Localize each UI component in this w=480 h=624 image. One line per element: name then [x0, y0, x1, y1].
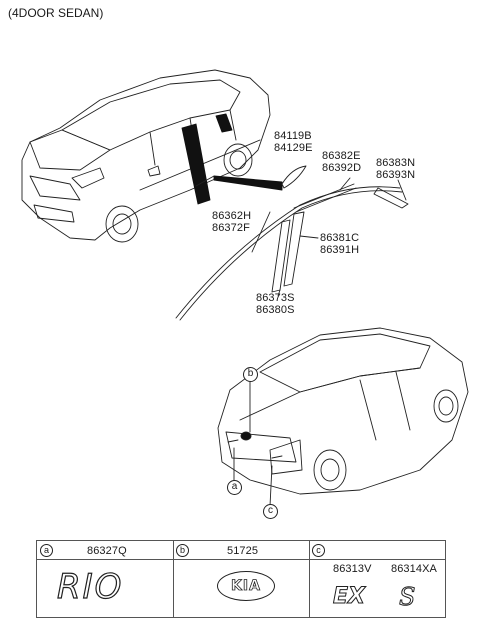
part-number-84129e: 84129E [274, 142, 313, 154]
part-number-86381c: 86381C [320, 232, 360, 244]
kia-emblem: KIA [217, 571, 275, 601]
part-number-86392d: 86392D [322, 162, 362, 174]
kia-emblem-text: KIA [231, 578, 261, 595]
ex-emblem: EX [333, 584, 366, 610]
part-number-86380s: 86380S [256, 304, 295, 316]
part-number-86393n: 86393N [376, 169, 416, 181]
part-number-86382e: 86382E [322, 150, 361, 162]
part-number-86372f: 86372F [212, 222, 250, 234]
s-emblem: S [398, 583, 416, 612]
part-number-86313v: 86313V [333, 563, 372, 575]
diagram-title: (4DOOR SEDAN) [8, 6, 104, 20]
callout-a: a [227, 480, 242, 495]
table-callout-c: c [312, 544, 325, 557]
callout-b: b [243, 367, 258, 382]
table-callout-a: a [40, 544, 53, 557]
part-number-84119b: 84119B [274, 130, 312, 142]
part-number-86373s: 86373S [256, 292, 295, 304]
part-number-86383n: 86383N [376, 157, 416, 169]
rear-car-illustration [217, 327, 469, 495]
part-84119b-shape [281, 165, 307, 189]
callout-c: c [263, 504, 278, 519]
part-number-86391h: 86391H [320, 244, 360, 256]
part-number-86314xa: 86314XA [391, 563, 437, 575]
part-number-86327q: 86327Q [87, 545, 127, 557]
part-number-51725: 51725 [227, 545, 259, 557]
rio-emblem: RIO [56, 566, 124, 607]
emblem-table: a 86327Q RIO b 51725 KIA c 86313V 86314X… [36, 540, 446, 618]
table-callout-b: b [176, 544, 189, 557]
part-number-86362h: 86362H [212, 210, 252, 222]
